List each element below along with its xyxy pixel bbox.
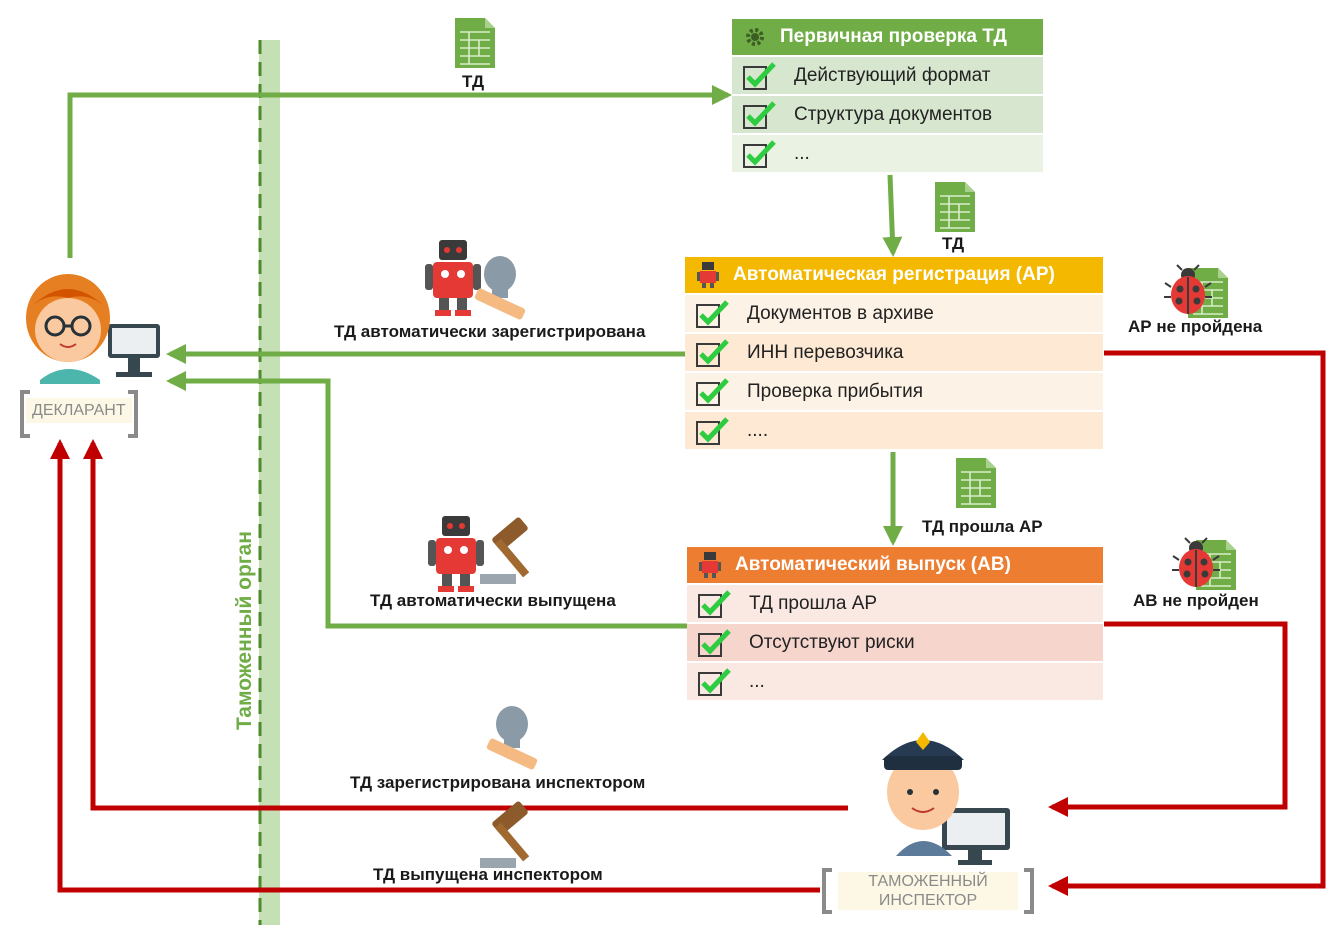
primary-check-panel: Первичная проверка ТД Действующий формат… (732, 19, 1043, 172)
label-td-mid: ТД (942, 234, 965, 253)
label-av-failed: АВ не пройден (1133, 591, 1259, 610)
arrow-inspector-released (50, 439, 820, 893)
list-item: ИНН перевозчика (685, 334, 1103, 371)
checkbox-checked-icon (743, 61, 776, 90)
checkbox-checked-icon (743, 139, 776, 168)
robot-icon (425, 240, 481, 316)
arrow-ar-failed (1048, 350, 1326, 896)
auto-registration-panel: Автоматическая регистрация (АР) Документ… (685, 257, 1103, 449)
auto-release-header: Автоматический выпуск (АВ) (687, 547, 1103, 583)
document-icon (934, 181, 976, 233)
robot-icon (693, 261, 723, 289)
inspector-bracket-right (1024, 868, 1034, 914)
checkbox-checked-icon (743, 100, 776, 129)
checkbox-checked-icon (698, 628, 731, 657)
declarant-icon (26, 274, 160, 384)
primary-check-header: Первичная проверка ТД (732, 19, 1043, 55)
list-item: Структура документов (732, 96, 1043, 133)
customs-boundary-band (259, 40, 280, 925)
list-item: .... (685, 412, 1103, 449)
auto-registration-list: Документов в архиве ИНН перевозчика Пров… (685, 295, 1103, 449)
label-td-top: ТД (462, 72, 485, 91)
arrow-av-failed (1048, 621, 1288, 817)
declarant-label: ДЕКЛАРАНТ (26, 398, 132, 423)
checkbox-checked-icon (696, 377, 729, 406)
list-item: ТД прошла АР (687, 585, 1103, 622)
stamp-icon (473, 256, 527, 321)
inspector-icon (882, 732, 1010, 865)
auto-registration-title: Автоматическая регистрация (АР) (733, 264, 1055, 285)
declarant-bracket-right (128, 390, 138, 438)
label-inspector-released: ТД выпущена инспектором (373, 865, 603, 884)
robot-icon (428, 516, 484, 592)
robot-icon (695, 551, 725, 579)
document-icon (454, 17, 496, 69)
arrow-primary-to-ar (882, 174, 903, 257)
auto-release-panel: Автоматический выпуск (АВ) ТД прошла АР … (687, 547, 1103, 700)
label-td-passed-ar: ТД прошла АР (922, 517, 1043, 536)
label-inspector-registered: ТД зарегистрирована инспектором (350, 773, 646, 792)
customs-body-label: Таможенный орган (233, 531, 256, 730)
arrow-av-released (166, 371, 687, 629)
list-item: Проверка прибытия (685, 373, 1103, 410)
list-item: Отсутствуют риски (687, 624, 1103, 661)
arrow-inspector-registered (83, 439, 848, 811)
gear-icon (740, 23, 770, 51)
auto-release-list: ТД прошла АР Отсутствуют риски ... (687, 585, 1103, 700)
auto-release-title: Автоматический выпуск (АВ) (735, 554, 1011, 575)
list-item: Действующий формат (732, 57, 1043, 94)
stamp-icon (485, 706, 539, 771)
checkbox-checked-icon (696, 299, 729, 328)
gavel-icon (480, 516, 530, 584)
checkbox-checked-icon (698, 589, 731, 618)
checkbox-checked-icon (696, 416, 729, 445)
checkbox-checked-icon (698, 667, 731, 696)
auto-registration-header: Автоматическая регистрация (АР) (685, 257, 1103, 293)
primary-check-title: Первичная проверка ТД (780, 26, 1007, 47)
list-item: Документов в архиве (685, 295, 1103, 332)
arrow-declarant-to-primary (67, 85, 732, 258)
document-icon (955, 457, 997, 509)
declarant-bracket-left (20, 390, 30, 438)
label-ar-failed: АР не пройдена (1128, 317, 1263, 336)
checkbox-checked-icon (696, 338, 729, 367)
label-auto-registered: ТД автоматически зарегистрирована (334, 322, 646, 341)
inspector-label: ТАМОЖЕННЫЙ ИНСПЕКТОР (838, 872, 1018, 910)
label-auto-released: ТД автоматически выпущена (370, 591, 616, 610)
inspector-bracket-left (822, 868, 832, 914)
list-item: ... (687, 663, 1103, 700)
primary-check-list: Действующий формат Структура документов … (732, 57, 1043, 172)
list-item: ... (732, 135, 1043, 172)
